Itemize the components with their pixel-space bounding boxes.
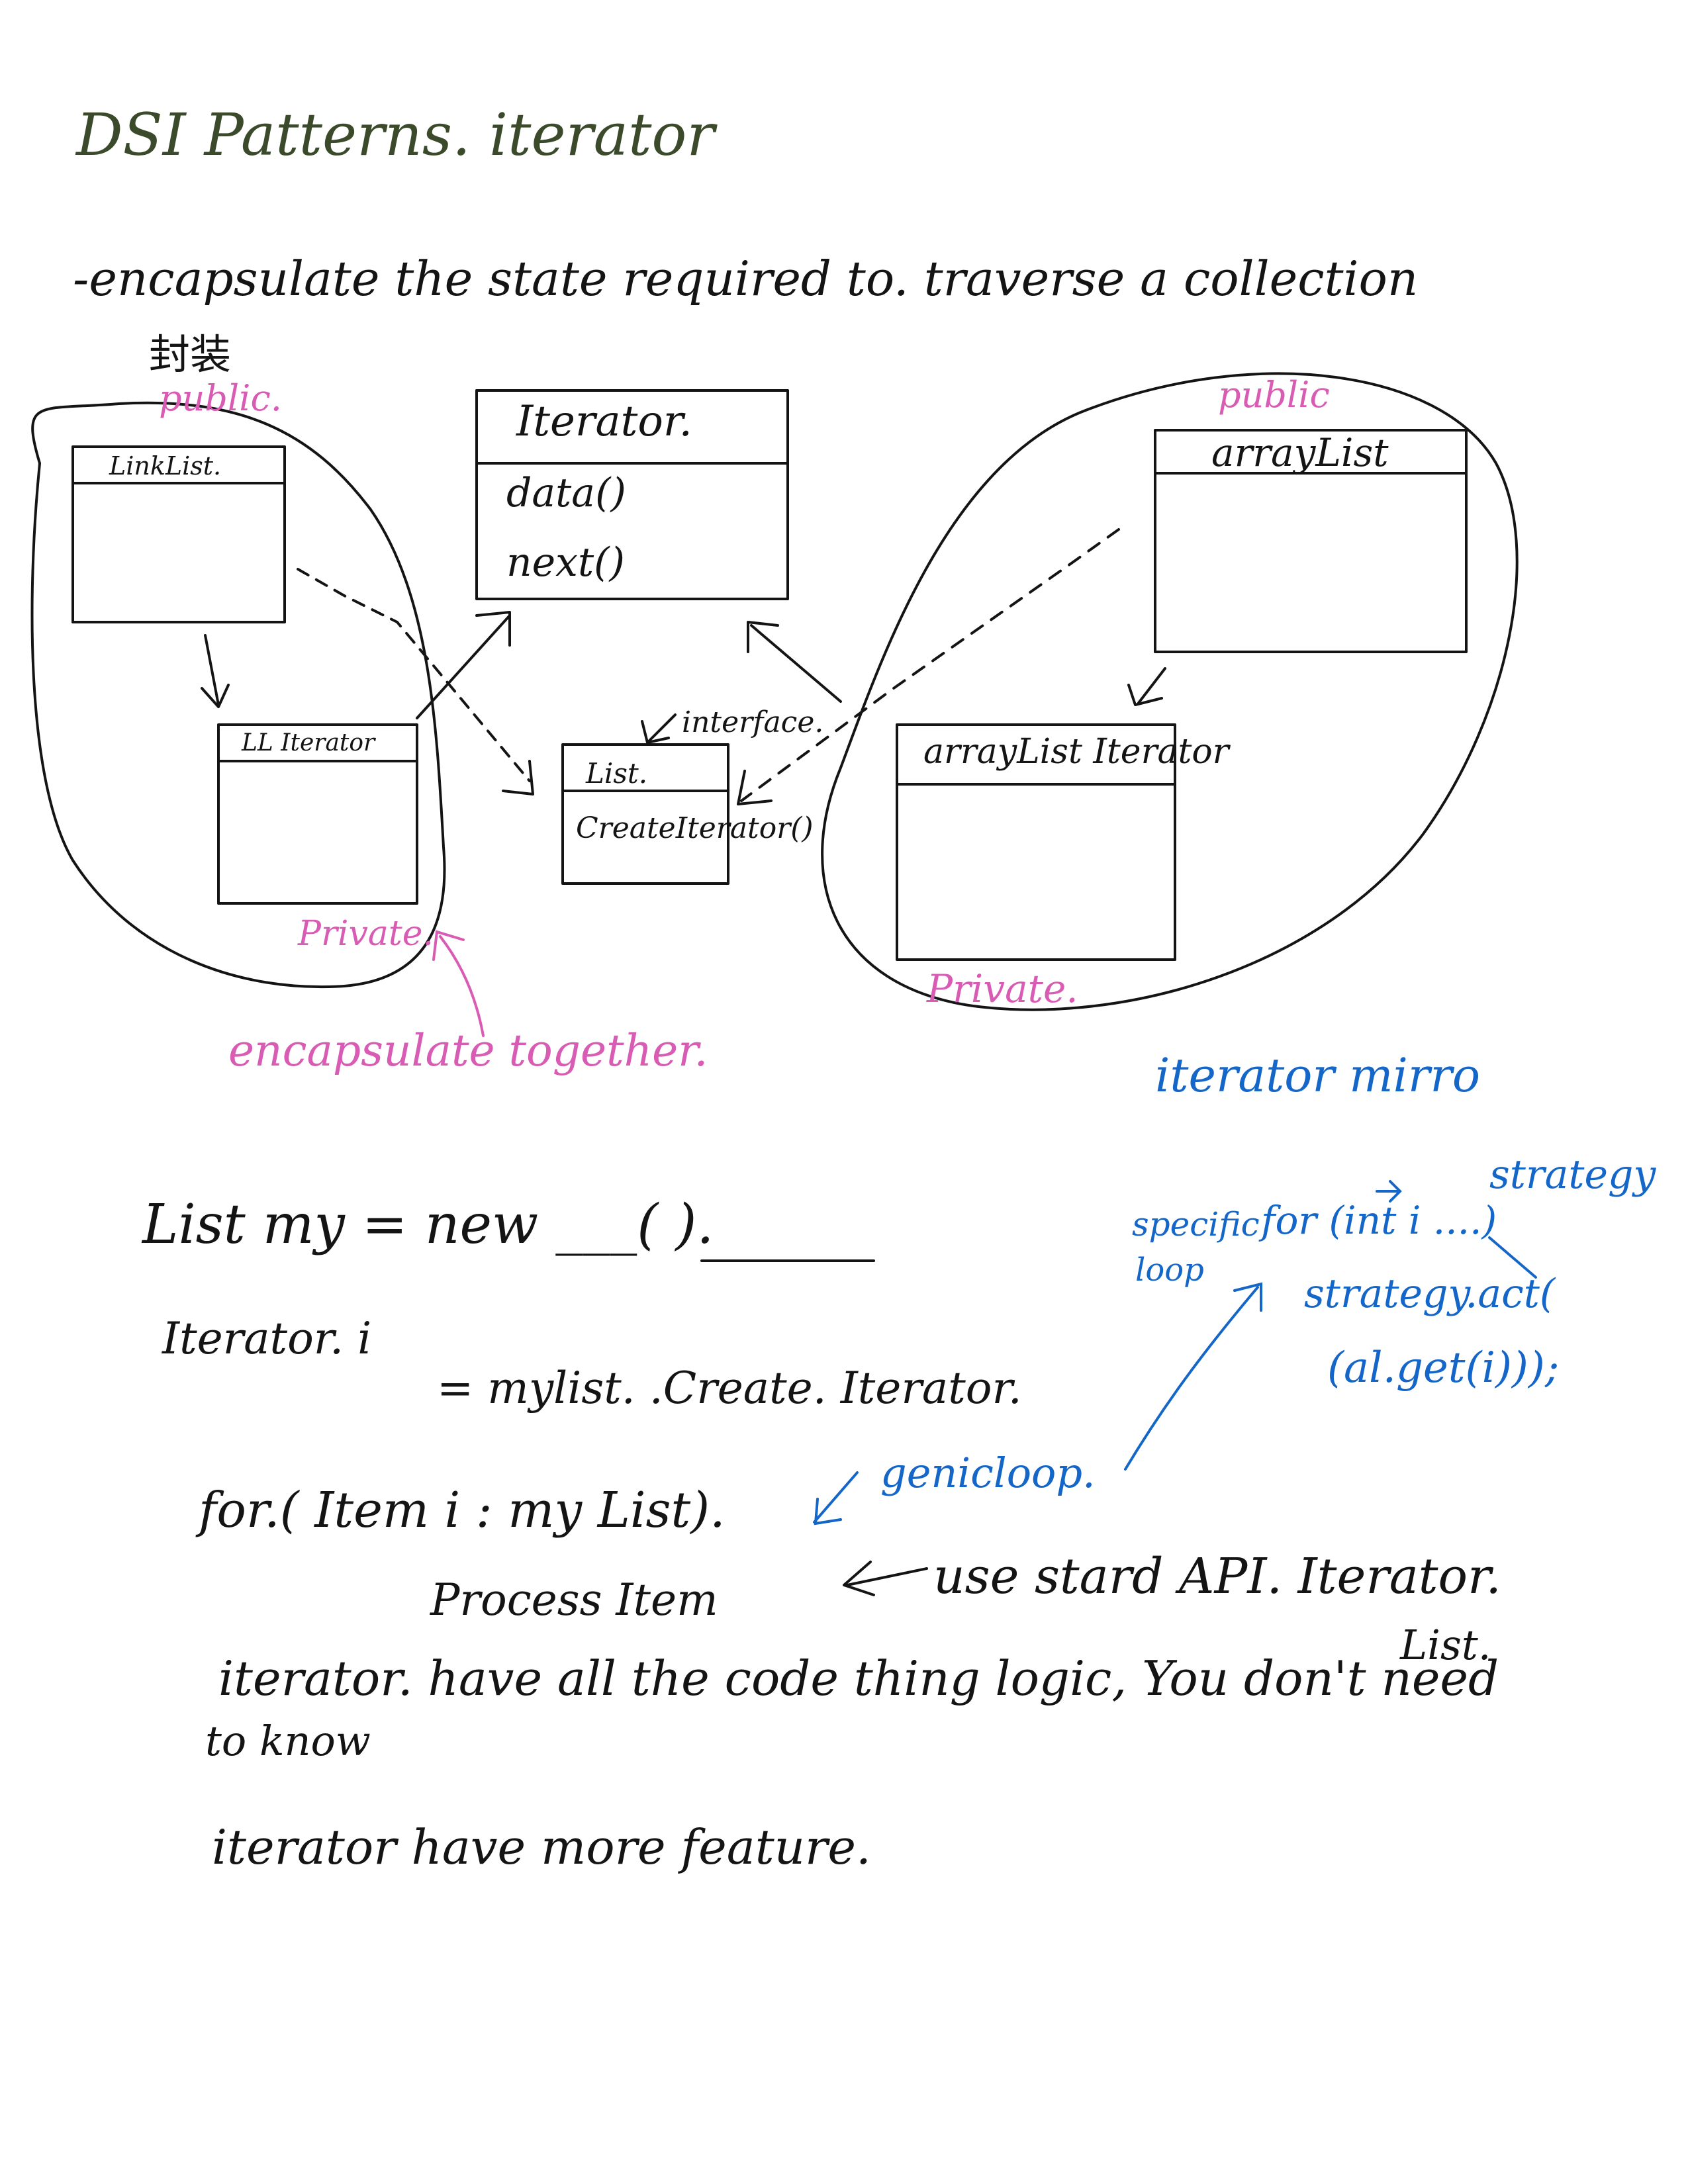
page-title: DSI Patterns. iterator — [76, 101, 715, 169]
iterator-interface-box — [475, 389, 789, 600]
arraylist-iterator-box-title: arrayList Iterator — [923, 732, 1229, 772]
list-interface-title: List. — [586, 757, 648, 790]
blue-specific-label: specific — [1132, 1205, 1260, 1244]
intro-text: -encapsulate the state required to. trav… — [73, 251, 1419, 306]
use-standard-api-list: List. — [1400, 1621, 1491, 1669]
code-line-for-each: for.( Item i : my List). — [199, 1482, 726, 1539]
ll-iterator-box — [217, 723, 418, 905]
iterator-logic-note-cont: to know — [205, 1717, 371, 1765]
linklist-public-label: public. — [159, 377, 282, 419]
iterator-interface-title: Iterator. — [516, 397, 692, 446]
code-line-iterator-decl: Iterator. i — [162, 1313, 372, 1364]
arraylist-box-title: arrayList — [1211, 430, 1389, 475]
iterator-logic-note: iterator. have all the code thing logic,… — [218, 1651, 1499, 1706]
ll-iterator-box-title: LL Iterator — [242, 729, 375, 756]
linklist-private-label: Private. — [298, 914, 434, 954]
right-encapsulation-ellipse — [821, 372, 1519, 1011]
code-line-new-list: List my = new ___( ). — [142, 1193, 714, 1256]
left-encapsulation-ellipse — [30, 401, 446, 989]
blue-for-int-loop: for (int i ....) — [1261, 1198, 1497, 1243]
iterator-method-next: next() — [506, 539, 625, 586]
arraylist-iterator-box — [896, 723, 1176, 961]
list-interface-box — [561, 743, 729, 885]
use-standard-api-note: use stard API. Iterator. — [933, 1548, 1501, 1605]
blue-strategy-act: strategy.act( — [1304, 1271, 1556, 1317]
blue-al-get: (al.get(i))); — [1327, 1343, 1560, 1392]
chinese-note: 封装 — [149, 330, 232, 379]
blue-generic-loop: genicloop. — [880, 1449, 1096, 1497]
arraylist-public-label: public — [1218, 374, 1330, 416]
linklist-box-title: LinkList. — [109, 451, 222, 480]
iterator-feature-note: iterator have more feature. — [212, 1819, 871, 1875]
blue-strategy-label: strategy — [1489, 1152, 1656, 1198]
iterator-method-data: data() — [506, 470, 626, 516]
blue-loop-label: loop — [1135, 1251, 1204, 1289]
linklist-box — [71, 445, 286, 623]
arraylist-box — [1154, 429, 1468, 653]
encapsulate-together-note: encapsulate together. — [228, 1025, 708, 1076]
code-line-create-iterator: = mylist. .Create. Iterator. — [437, 1363, 1022, 1414]
arraylist-private-label: Private. — [927, 966, 1078, 1011]
interface-stereotype-label: interface. — [682, 705, 824, 739]
code-line-process-item: Process Item — [430, 1574, 718, 1625]
blue-mirror-note: iterator mirro — [1155, 1048, 1480, 1103]
list-interface-method: CreateIterator() — [576, 811, 814, 845]
